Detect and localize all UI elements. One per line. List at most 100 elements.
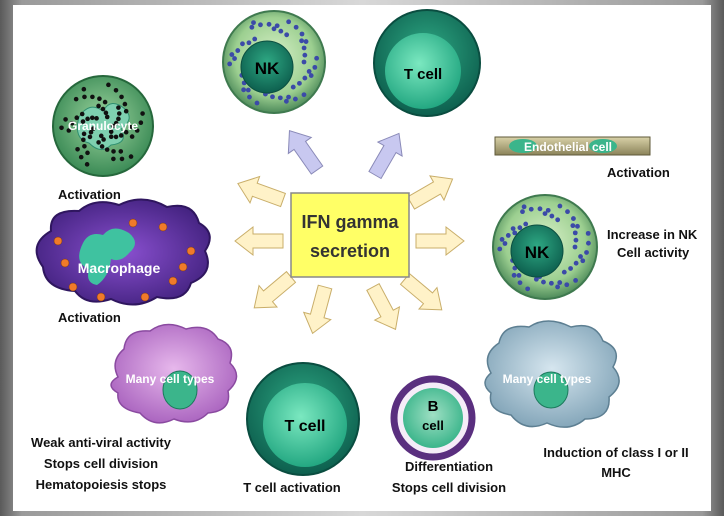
granule-dot — [271, 26, 277, 32]
vesicle-dot — [53, 236, 63, 246]
granule-dot — [78, 154, 84, 160]
granule-dot — [555, 284, 560, 290]
granule-dot — [229, 52, 235, 57]
granule-dot — [81, 137, 86, 143]
granule-dots — [59, 82, 145, 167]
arrow-to-t-cell-bottom — [302, 284, 333, 335]
granule-dot — [286, 94, 291, 100]
granule-dot — [123, 129, 129, 135]
granule-dot — [299, 38, 305, 44]
granule-dot — [128, 154, 134, 159]
outbound-arrows — [234, 175, 465, 335]
granule-dots — [227, 19, 320, 106]
nk-effect-2: Cell activity — [617, 245, 690, 260]
granule-dot — [73, 96, 79, 102]
granule-dot — [108, 129, 114, 135]
granule-dot — [118, 133, 124, 138]
granule-dot — [570, 223, 576, 229]
granule-dot — [85, 116, 90, 122]
arrow-to-endothelial — [406, 175, 454, 210]
granule-dot — [240, 41, 245, 47]
granule-dot — [545, 207, 551, 213]
arrow-to-granulocyte — [237, 175, 287, 208]
many-right-effect-2: MHC — [601, 465, 631, 480]
granule-dot — [88, 129, 94, 135]
granule-dot — [122, 101, 128, 107]
granule-dot — [499, 237, 505, 242]
granule-dot — [116, 105, 121, 110]
granule-dot — [87, 134, 93, 140]
center-line1: IFN gamma — [301, 212, 399, 232]
arrow-from-t-cell — [368, 132, 403, 180]
center-box: IFN gamma secretion — [290, 192, 410, 278]
granule-dot — [586, 240, 591, 246]
granule-dot — [516, 272, 522, 278]
granule-dot — [85, 150, 90, 156]
many-left-effect-2: Stops cell division — [44, 456, 158, 471]
granule-dot — [90, 94, 95, 100]
b-cell-label-2: cell — [422, 418, 444, 433]
granule-dot — [510, 226, 516, 232]
center-line2: secretion — [310, 241, 390, 261]
granule-dot — [94, 116, 99, 121]
t-cell-bottom: T cell — [246, 362, 360, 476]
vesicle-dot — [96, 292, 106, 302]
granule-dot — [111, 156, 116, 162]
vesicle-dot — [168, 276, 178, 286]
granule-dot — [277, 95, 283, 101]
many-left-effect-1: Weak anti-viral activity — [31, 435, 172, 450]
granule-dot — [511, 272, 517, 278]
granule-dots — [497, 203, 591, 292]
granule-dot — [585, 230, 591, 236]
vesicle-dot — [158, 222, 168, 232]
granule-dot — [541, 279, 546, 285]
b-effect-1: Differentiation — [405, 459, 493, 474]
granule-dot — [119, 156, 125, 162]
granule-dot — [549, 213, 555, 219]
granule-dot — [299, 31, 305, 37]
macrophage-label: Macrophage — [78, 260, 161, 276]
granule-dot — [80, 119, 86, 124]
granule-dot — [81, 86, 87, 92]
endothelial-cell: Endothelial cell — [494, 136, 651, 156]
granule-dot — [235, 48, 241, 53]
granule-dot — [548, 280, 554, 286]
granule-dot — [134, 128, 140, 133]
b-effect-2: Stops cell division — [392, 480, 506, 495]
granule-dot — [79, 111, 85, 117]
granule-dot — [89, 115, 95, 121]
granule-dot — [232, 56, 237, 61]
granule-dot — [520, 209, 525, 215]
granule-dot — [113, 134, 119, 140]
granule-dot — [82, 94, 87, 100]
granule-dot — [123, 108, 129, 114]
granule-dot — [227, 61, 233, 67]
granule-dot — [113, 87, 119, 93]
granule-dot — [91, 126, 96, 131]
granule-dot — [140, 111, 145, 116]
b-cell-label-1: B — [428, 398, 439, 415]
ifn-gamma-diagram: IFN gamma secretion NK T cell Granulocyt… — [31, 9, 698, 495]
granule-dot — [113, 120, 119, 126]
granule-dot — [301, 45, 307, 51]
many-left-effect-3: Hematopoiesis stops — [36, 477, 167, 492]
endothelial-label: Endothelial cell — [524, 140, 612, 154]
granule-dot — [247, 94, 252, 100]
granule-dot — [278, 28, 284, 34]
granule-dot — [573, 260, 579, 266]
granule-dot — [555, 217, 561, 223]
t-top-label: T cell — [404, 66, 442, 83]
granule-dot — [63, 117, 68, 122]
granule-dot — [568, 266, 573, 271]
granule-dot — [572, 230, 578, 236]
vesicle-dot — [60, 258, 70, 268]
granule-dot — [312, 64, 318, 70]
granule-dot — [303, 39, 309, 44]
t-effect: T cell activation — [243, 480, 341, 495]
granule-dot — [254, 100, 260, 106]
granule-dot — [241, 87, 247, 93]
granule-dot — [111, 149, 116, 154]
granule-dot — [517, 280, 523, 286]
diagram-panel: IFN gamma secretion NK T cell Granulocyt… — [13, 5, 711, 511]
granule-dot — [505, 233, 511, 238]
